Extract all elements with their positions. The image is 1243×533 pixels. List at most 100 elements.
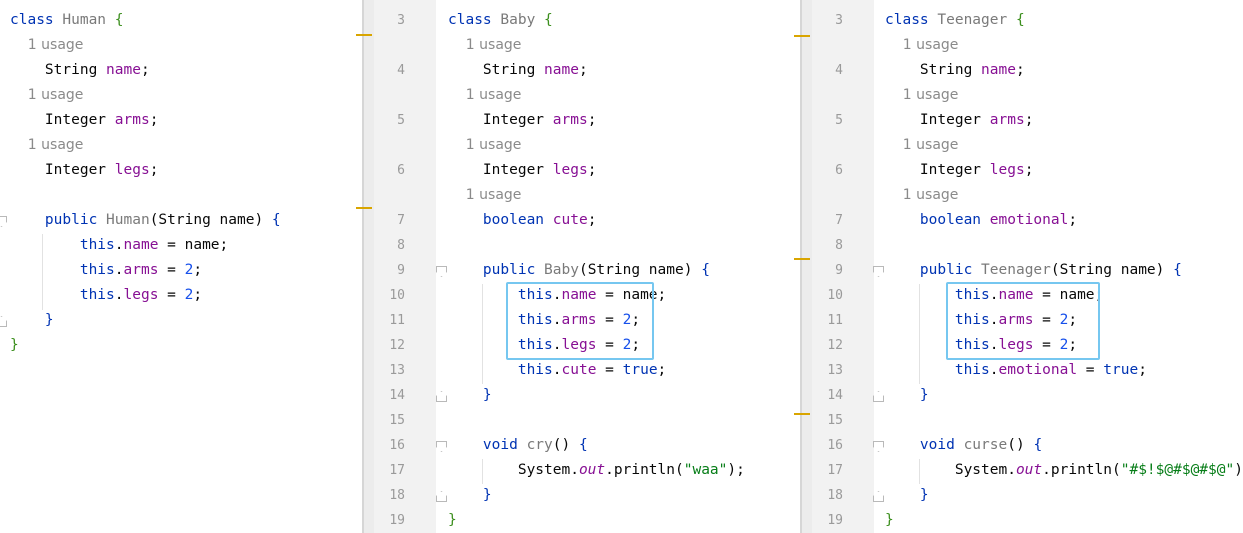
fold-icon[interactable] bbox=[873, 441, 884, 452]
code-line[interactable]: 10 this.name = name; bbox=[374, 283, 800, 308]
code-line[interactable]: } bbox=[0, 308, 362, 333]
code-line[interactable]: 8 bbox=[374, 233, 800, 258]
code-token: System. bbox=[885, 462, 1016, 478]
code-token: . bbox=[989, 362, 999, 378]
code-line[interactable]: 7 boolean emotional; bbox=[812, 208, 1243, 233]
code-token: legs bbox=[998, 337, 1034, 353]
usage-hint: 1 usage bbox=[10, 87, 84, 103]
code-line[interactable]: 11 this.arms = 2; bbox=[812, 308, 1243, 333]
code-line[interactable]: 14 } bbox=[812, 383, 1243, 408]
code-line[interactable]: this.arms = 2; bbox=[0, 258, 362, 283]
code-token bbox=[97, 212, 106, 228]
code-line[interactable]: class Human { bbox=[0, 8, 362, 33]
code-line[interactable]: 1 usage bbox=[374, 33, 800, 58]
code-token: "#$!$@#$@#$@" bbox=[1120, 462, 1235, 478]
code-line[interactable]: 14 } bbox=[374, 383, 800, 408]
code-line[interactable]: 2 bbox=[812, 0, 1243, 8]
code-line[interactable]: 12 this.legs = 2; bbox=[812, 333, 1243, 358]
code-line[interactable]: 2 bbox=[374, 0, 800, 8]
code-text: Integer legs; bbox=[10, 158, 159, 183]
code-line[interactable]: 15 bbox=[374, 408, 800, 433]
code-line[interactable]: 5 Integer arms; bbox=[374, 108, 800, 133]
code-text: } bbox=[10, 308, 54, 333]
code-line[interactable]: 8 bbox=[812, 233, 1243, 258]
code-line[interactable]: 11 this.arms = 2; bbox=[374, 308, 800, 333]
code-line[interactable]: 5 Integer arms; bbox=[812, 108, 1243, 133]
code-line[interactable]: 4 String name; bbox=[374, 58, 800, 83]
code-line[interactable]: 18 } bbox=[374, 483, 800, 508]
code-line[interactable]: this.legs = 2; bbox=[0, 283, 362, 308]
code-line[interactable]: 4 String name; bbox=[812, 58, 1243, 83]
code-line[interactable]: 6 Integer legs; bbox=[374, 158, 800, 183]
code-line[interactable]: 1 usage bbox=[812, 83, 1243, 108]
code-line[interactable]: 1 usage bbox=[374, 83, 800, 108]
code-token: legs bbox=[114, 162, 150, 178]
code-text: Integer arms; bbox=[885, 108, 1034, 133]
pane-splitter[interactable] bbox=[356, 0, 374, 533]
code-line[interactable]: 10 this.name = name; bbox=[812, 283, 1243, 308]
code-line[interactable]: } bbox=[0, 333, 362, 358]
fold-icon[interactable] bbox=[436, 266, 447, 277]
code-line[interactable]: 16 void cry() { bbox=[374, 433, 800, 458]
code-line[interactable]: 7 boolean cute; bbox=[374, 208, 800, 233]
code-line[interactable]: 17 System.out.println("#$!$@#$@#$@"); bbox=[812, 458, 1243, 483]
line-number-gutter[interactable] bbox=[374, 0, 436, 533]
fold-icon[interactable] bbox=[436, 441, 447, 452]
code-line[interactable]: 16 void curse() { bbox=[812, 433, 1243, 458]
code-line[interactable]: 1 usage bbox=[812, 133, 1243, 158]
code-line[interactable]: Integer arms; bbox=[0, 108, 362, 133]
code-line[interactable]: public Human(String name) { bbox=[0, 208, 362, 233]
code-line[interactable]: 19} bbox=[812, 508, 1243, 533]
code-line[interactable]: 9 public Baby(String name) { bbox=[374, 258, 800, 283]
code-token bbox=[10, 212, 45, 228]
code-line[interactable]: 12 this.legs = 2; bbox=[374, 333, 800, 358]
code-token: this bbox=[517, 337, 553, 353]
code-line[interactable]: 13 this.emotional = true; bbox=[812, 358, 1243, 383]
fold-end-icon[interactable] bbox=[436, 391, 447, 402]
fold-end-icon[interactable] bbox=[873, 391, 884, 402]
code-line[interactable]: 1 usage bbox=[0, 133, 362, 158]
code-line[interactable]: 1 usage bbox=[0, 83, 362, 108]
code-line[interactable]: 9 public Teenager(String name) { bbox=[812, 258, 1243, 283]
line-number: 3 bbox=[397, 13, 405, 28]
code-token bbox=[10, 262, 80, 278]
fold-icon[interactable] bbox=[873, 266, 884, 277]
line-number: 18 bbox=[389, 488, 405, 503]
code-token: = bbox=[158, 287, 185, 303]
code-token: = bbox=[596, 312, 623, 328]
line-number: 7 bbox=[835, 213, 843, 228]
line-number: 10 bbox=[389, 288, 405, 303]
code-token: void bbox=[919, 437, 955, 453]
code-line[interactable] bbox=[0, 183, 362, 208]
code-line[interactable]: 13 this.cute = true; bbox=[374, 358, 800, 383]
code-token: this bbox=[79, 262, 115, 278]
code-line[interactable]: String name; bbox=[0, 58, 362, 83]
code-line[interactable]: 1 usage bbox=[812, 33, 1243, 58]
code-line[interactable]: 15 bbox=[812, 408, 1243, 433]
code-line[interactable]: 19} bbox=[374, 508, 800, 533]
fold-end-icon[interactable] bbox=[873, 491, 884, 502]
code-line[interactable]: 18 } bbox=[812, 483, 1243, 508]
fold-end-icon[interactable] bbox=[436, 491, 447, 502]
code-line[interactable]: Integer legs; bbox=[0, 158, 362, 183]
line-number-gutter[interactable] bbox=[812, 0, 874, 533]
code-line[interactable]: 17 System.out.println("waa"); bbox=[374, 458, 800, 483]
code-token: class bbox=[10, 12, 54, 28]
code-line[interactable]: this.name = name; bbox=[0, 233, 362, 258]
code-line[interactable]: 1 usage bbox=[374, 133, 800, 158]
code-line[interactable]: 1 usage bbox=[374, 183, 800, 208]
code-token: Human bbox=[62, 12, 107, 28]
line-number: 19 bbox=[827, 513, 843, 528]
code-token: legs bbox=[561, 337, 597, 353]
code-line[interactable]: 1 usage bbox=[812, 183, 1243, 208]
code-token: arms bbox=[114, 112, 150, 128]
pane-splitter[interactable] bbox=[794, 0, 812, 533]
code-token: "waa" bbox=[683, 462, 728, 478]
editor-pane-human[interactable]: class Human { 1 usage String name; 1 usa… bbox=[0, 0, 362, 533]
code-line[interactable]: 6 Integer legs; bbox=[812, 158, 1243, 183]
code-line[interactable]: 1 usage bbox=[0, 33, 362, 58]
